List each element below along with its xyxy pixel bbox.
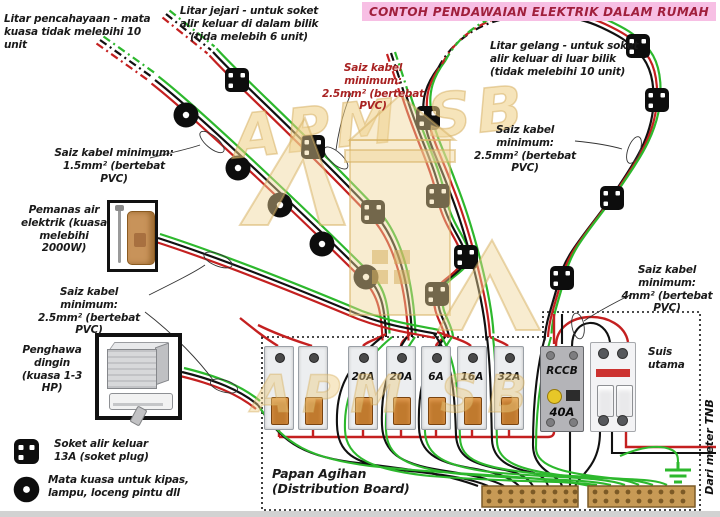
mcb-lever[interactable] — [355, 397, 373, 425]
mcb-lever[interactable] — [464, 397, 482, 425]
main-switch-label: Suis utama — [648, 346, 685, 371]
screw-icon — [617, 415, 628, 426]
legend-power-point-text: Mata kuasa untuk kipas, lampu, loceng pi… — [48, 474, 189, 499]
supply-meter-label: Dari meter TNB — [703, 399, 716, 495]
rccb-device[interactable]: RCCB 40A — [540, 346, 584, 432]
lighting-cable-size-label: Saiz kabel minimum: 1.5mm² (bertebat PVC… — [54, 147, 174, 185]
main-switch-lever[interactable] — [597, 385, 614, 417]
mcb-rating: 16A — [460, 371, 484, 383]
mcb-rating: 32A — [497, 371, 521, 383]
radial-circuit-label: Litar jejari - untuk soket alir keluar d… — [179, 5, 319, 43]
mcb-4[interactable]: 20A — [386, 346, 416, 430]
ring-cable-size-label: Saiz kabel minimum: 2.5mm² (bertebat PVC… — [474, 124, 576, 175]
screw-icon — [617, 348, 628, 359]
ac-vent — [113, 403, 163, 406]
mcb-7[interactable]: 32A — [494, 346, 524, 430]
main-cable-size-label: Saiz kabel minimum: 4mm² (bertebat PVC) — [621, 264, 713, 315]
shower-head — [115, 205, 124, 211]
mcb-lever[interactable] — [501, 397, 519, 425]
screw-icon — [546, 418, 555, 427]
screw-icon — [598, 348, 609, 359]
power-point-icon — [13, 476, 40, 507]
ring-circuit-label: Litar gelang - untuk soket alir keluar d… — [490, 40, 639, 78]
heater-panel — [134, 233, 146, 247]
distribution-board-label: Papan Agihan (Distribution Board) — [272, 466, 410, 497]
screw-icon — [309, 353, 319, 363]
title-bar: CONTOH PENDAWAIAN ELEKTRIK DALAM RUMAH — [362, 2, 716, 21]
screw-icon — [432, 353, 442, 363]
earth-terminal-bar — [587, 485, 696, 508]
socket-outlet-icon — [13, 438, 40, 469]
water-heater-image — [107, 200, 158, 272]
mcb-lever[interactable] — [393, 397, 411, 425]
mcb-rating: 6A — [428, 371, 444, 383]
heater-cable-size-label: Saiz kabel minimum: 2.5mm² (bertebat PVC… — [38, 286, 140, 337]
screw-icon — [397, 353, 407, 363]
rccb-label: RCCB — [546, 365, 578, 377]
neutral-terminal-bar — [481, 485, 579, 508]
distribution-board-border — [261, 311, 701, 511]
mcb-1[interactable] — [264, 346, 294, 430]
screw-icon — [569, 351, 578, 360]
rccb-rating: 40A — [549, 405, 575, 419]
image-bottom-edge — [0, 511, 720, 517]
water-heater-label: Pemanas air elektrik (kuasa melebihi 200… — [21, 204, 107, 255]
screw-icon — [505, 353, 515, 363]
main-switch-stripe — [596, 369, 630, 377]
main-switch-lever[interactable] — [616, 385, 633, 417]
page-title: CONTOH PENDAWAIAN ELEKTRIK DALAM RUMAH — [368, 4, 710, 19]
mcb-6[interactable]: 16A — [457, 346, 487, 430]
shower-hose — [118, 209, 121, 263]
screw-icon — [569, 418, 578, 427]
screw-icon — [546, 351, 555, 360]
earth-symbol — [665, 462, 691, 484]
power-point-symbols — [173, 102, 379, 290]
legend-socket-text: Soket alir keluar 13A (soket plug) — [54, 438, 149, 463]
ac-outdoor-unit — [107, 349, 157, 389]
screw-icon — [598, 415, 609, 426]
rccb-test-button[interactable] — [547, 389, 562, 404]
mcb-lever[interactable] — [305, 397, 323, 425]
aircond-label: Penghawa dingin (kuasa 1-3 HP) — [21, 344, 83, 395]
mcb-2[interactable] — [298, 346, 328, 430]
mcb-lever[interactable] — [271, 397, 289, 425]
screw-icon — [468, 353, 478, 363]
air-conditioner-image — [95, 333, 182, 427]
ac-outdoor-side — [155, 342, 169, 386]
lighting-circuit-label: Litar pencahayaan - mata kuasa tidak mel… — [4, 13, 151, 51]
mcb-lever[interactable] — [428, 397, 446, 425]
mcb-rating: 20A — [389, 371, 413, 383]
mcb-3[interactable]: 20A — [348, 346, 378, 430]
screw-icon — [275, 353, 285, 363]
rccb-switch-window — [566, 390, 580, 401]
mcb-5[interactable]: 6A — [421, 346, 451, 430]
aircond-cable — [178, 366, 262, 411]
mcb-rating: 20A — [351, 371, 375, 383]
radial-cable-size-label: Saiz kabel minimum: 2.5mm² (bertebat PVC… — [322, 62, 424, 113]
screw-icon — [359, 353, 369, 363]
main-switch-device[interactable] — [590, 342, 636, 432]
